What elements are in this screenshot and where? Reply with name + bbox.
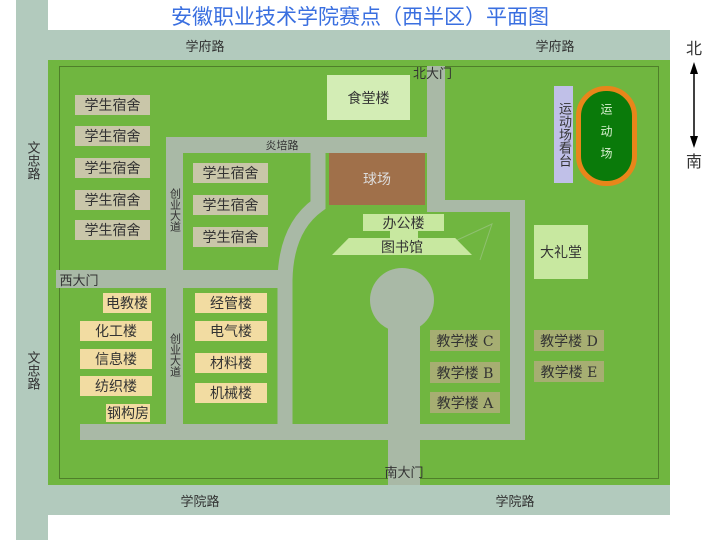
teaching-building: 教学楼 E bbox=[534, 361, 604, 382]
xueyuan-road bbox=[16, 485, 670, 515]
building: 电气楼 bbox=[195, 321, 267, 341]
dorm: 学生宿舍 bbox=[193, 163, 268, 183]
teaching-building: 教学楼 B bbox=[430, 362, 500, 383]
dorm: 学生宿舍 bbox=[75, 126, 150, 146]
road-label: 炎培路 bbox=[265, 139, 299, 152]
road-label: 创业大道 bbox=[168, 333, 182, 377]
building: 经管楼 bbox=[195, 293, 267, 313]
building: 机械楼 bbox=[195, 383, 267, 403]
road-label: 学院路 bbox=[495, 494, 535, 510]
xuefu-road bbox=[48, 30, 670, 60]
library: 图书馆 bbox=[332, 238, 472, 255]
dorm: 学生宿舍 bbox=[193, 195, 268, 215]
map-title: 安徽职业技术学院赛点（西半区）平面图 bbox=[171, 5, 549, 29]
building: 材料楼 bbox=[195, 353, 267, 373]
dorm: 学生宿舍 bbox=[193, 227, 268, 247]
auditorium: 大礼堂 bbox=[534, 225, 588, 279]
road bbox=[427, 200, 525, 212]
teaching-building: 教学楼 C bbox=[430, 330, 500, 351]
north-south-arrow-icon bbox=[690, 62, 698, 148]
dorm: 学生宿舍 bbox=[75, 190, 150, 210]
teaching-building: 教学楼 A bbox=[430, 392, 500, 413]
road bbox=[510, 200, 525, 440]
building: 纺织楼 bbox=[80, 376, 152, 396]
west-road bbox=[56, 270, 278, 288]
building: 信息楼 bbox=[80, 349, 152, 369]
compass-north: 北 bbox=[685, 39, 702, 58]
office-building: 办公楼 bbox=[363, 214, 444, 232]
dorm: 学生宿舍 bbox=[75, 158, 150, 178]
library-connector bbox=[390, 231, 418, 239]
building: 钢构房 bbox=[106, 404, 150, 422]
road-label: 文忠路 bbox=[24, 350, 40, 390]
road-label: 学府路 bbox=[185, 39, 225, 55]
west-gate-label: 西大门 bbox=[59, 273, 99, 289]
dorm: 学生宿舍 bbox=[75, 95, 150, 115]
stadium-stand: 运动场看台 bbox=[554, 86, 573, 183]
dorm: 学生宿舍 bbox=[75, 220, 150, 240]
road bbox=[388, 320, 420, 485]
wenzhong-road bbox=[16, 0, 48, 540]
teaching-building: 教学楼 D bbox=[534, 330, 604, 351]
road-label: 文忠路 bbox=[24, 140, 40, 180]
yanpei-road bbox=[166, 137, 436, 153]
road-label: 学院路 bbox=[180, 494, 220, 510]
building: 电教楼 bbox=[103, 293, 151, 313]
building: 化工楼 bbox=[80, 321, 152, 341]
road bbox=[427, 66, 445, 212]
south-gate-label: 南大门 bbox=[384, 465, 424, 481]
sports-field: 运动场 bbox=[576, 86, 637, 186]
road-label: 学府路 bbox=[535, 39, 575, 55]
compass-south: 南 bbox=[685, 152, 702, 171]
road bbox=[80, 424, 525, 440]
north-gate-label: 北大门 bbox=[412, 66, 452, 82]
ball-court: 球场 bbox=[329, 153, 425, 205]
road-label: 创业大道 bbox=[168, 188, 182, 232]
canteen: 食堂楼 bbox=[327, 75, 410, 120]
